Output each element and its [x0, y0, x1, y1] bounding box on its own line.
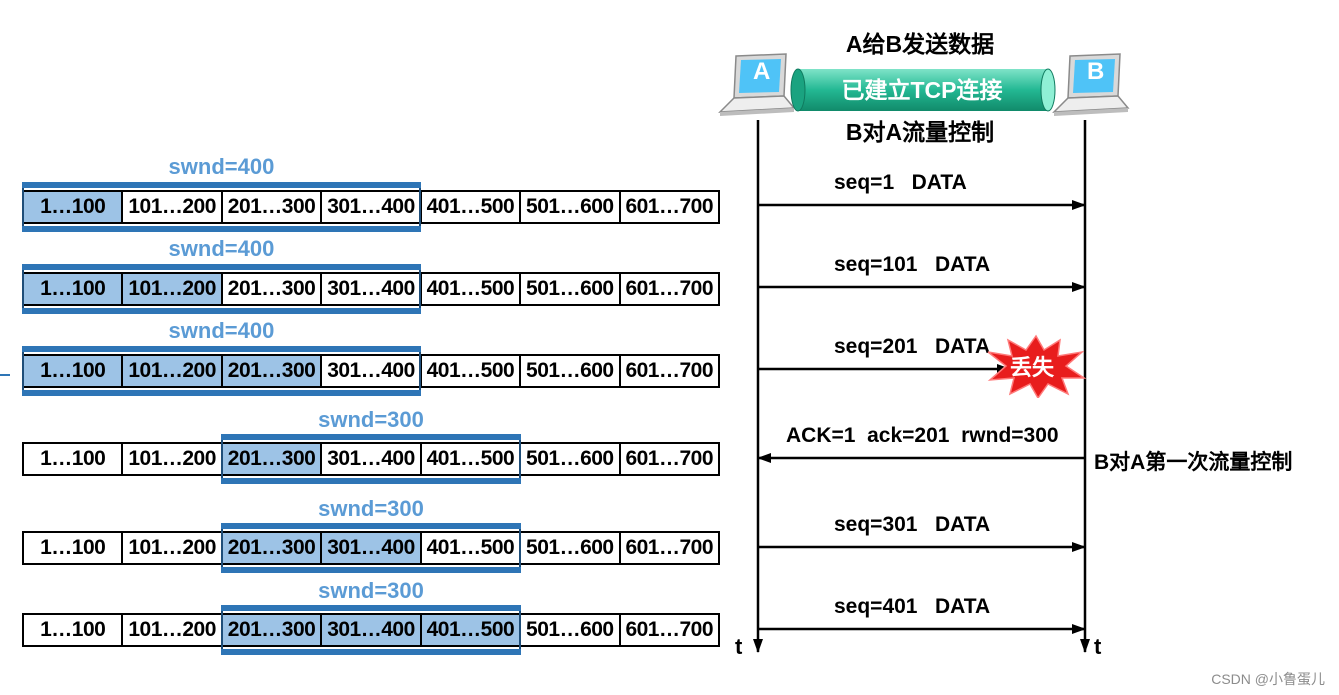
- tcp-connection-pipe: [790, 68, 1056, 112]
- segment-cell: 301…400: [322, 533, 422, 563]
- segment-cell: 301…400: [322, 274, 422, 304]
- segment-cell: 101…200: [123, 533, 223, 563]
- segment-cell: 101…200: [123, 356, 223, 386]
- host-b-laptop-icon: [1052, 53, 1130, 116]
- segment-cell: 101…200: [123, 192, 223, 222]
- segment-cell: 301…400: [322, 192, 422, 222]
- segment-cell: 401…500: [422, 533, 522, 563]
- segment-cell: 601…700: [625, 618, 714, 641]
- message-label: seq=101 DATA: [834, 253, 991, 276]
- segment-cell: 301…400: [322, 356, 422, 386]
- segment-cell: 501…600: [521, 356, 621, 386]
- segment-cell: 201…300: [222, 444, 323, 474]
- segment-cell: 401…500: [421, 615, 522, 645]
- timeline-a-label: t: [735, 634, 743, 659]
- segment-cell: 201…300: [223, 274, 323, 304]
- message-label: seq=301 DATA: [834, 513, 991, 536]
- segment-cell: 201…300: [222, 533, 323, 563]
- segment-cell: 201…300: [222, 615, 323, 645]
- message-label: seq=1 DATA: [834, 171, 967, 194]
- lost-burst-icon: [987, 334, 1086, 398]
- segment-cell: 1…100: [24, 615, 124, 645]
- segment-cell: 601…700: [625, 195, 714, 218]
- message-label: seq=401 DATA: [834, 595, 991, 618]
- message-label: seq=201 DATA: [834, 335, 991, 358]
- segment-cell: 401…500: [422, 274, 522, 304]
- segment-cell: 1…100: [24, 444, 124, 474]
- segment-cell: 501…600: [521, 274, 621, 304]
- segment-cell: 601…700: [625, 359, 714, 382]
- segment-cell: 601…700: [625, 277, 714, 300]
- message-label: ACK=1 ack=201 rwnd=300: [786, 424, 1059, 447]
- swnd-label: swnd=400: [168, 236, 275, 261]
- segment-cell: 301…400: [322, 444, 422, 474]
- segment-cell: 201…300: [222, 356, 323, 386]
- host-b-label: B: [1087, 58, 1105, 85]
- segment-cell: 101…200: [123, 274, 223, 304]
- swnd-label: swnd=400: [168, 318, 275, 343]
- segment-cell: 301…400: [322, 615, 422, 645]
- segment-cell: 101…200: [123, 615, 223, 645]
- segment-cell: 201…300: [223, 192, 323, 222]
- swnd-label: swnd=300: [318, 407, 424, 432]
- segment-cell: 1…100: [24, 356, 124, 386]
- swnd-label: swnd=400: [168, 154, 275, 179]
- host-a-label: A: [753, 58, 771, 85]
- segment-cell: 601…700: [625, 447, 714, 470]
- segment-cell: 501…600: [521, 192, 621, 222]
- segment-cell: 1…100: [24, 274, 124, 304]
- tcp-connection-label: 已建立TCP连接: [841, 77, 1003, 103]
- segment-cell: 501…600: [521, 615, 621, 645]
- segment-cell: 501…600: [521, 533, 621, 563]
- segment-cell: 601…700: [625, 536, 714, 559]
- segment-cell: 501…600: [521, 444, 621, 474]
- segment-cell: 401…500: [422, 444, 522, 474]
- side-note: B对A第一次流量控制: [1094, 451, 1293, 474]
- host-a-laptop-icon: [718, 53, 796, 116]
- swnd-label: swnd=300: [318, 496, 424, 521]
- diagram-title-top: A给B发送数据: [845, 31, 995, 57]
- watermark: CSDN @小鲁蛋儿: [1211, 671, 1325, 687]
- lost-label: 丢失: [1010, 355, 1055, 380]
- diagram-title-bottom: B对A流量控制: [845, 119, 995, 145]
- segment-cell: 101…200: [123, 444, 223, 474]
- segment-cell: 1…100: [24, 192, 124, 222]
- timeline-b-label: t: [1094, 634, 1102, 659]
- segment-cell: 1…100: [24, 533, 124, 563]
- segment-cell: 401…500: [422, 192, 522, 222]
- swnd-label: swnd=300: [318, 578, 424, 603]
- segment-cell: 401…500: [422, 356, 522, 386]
